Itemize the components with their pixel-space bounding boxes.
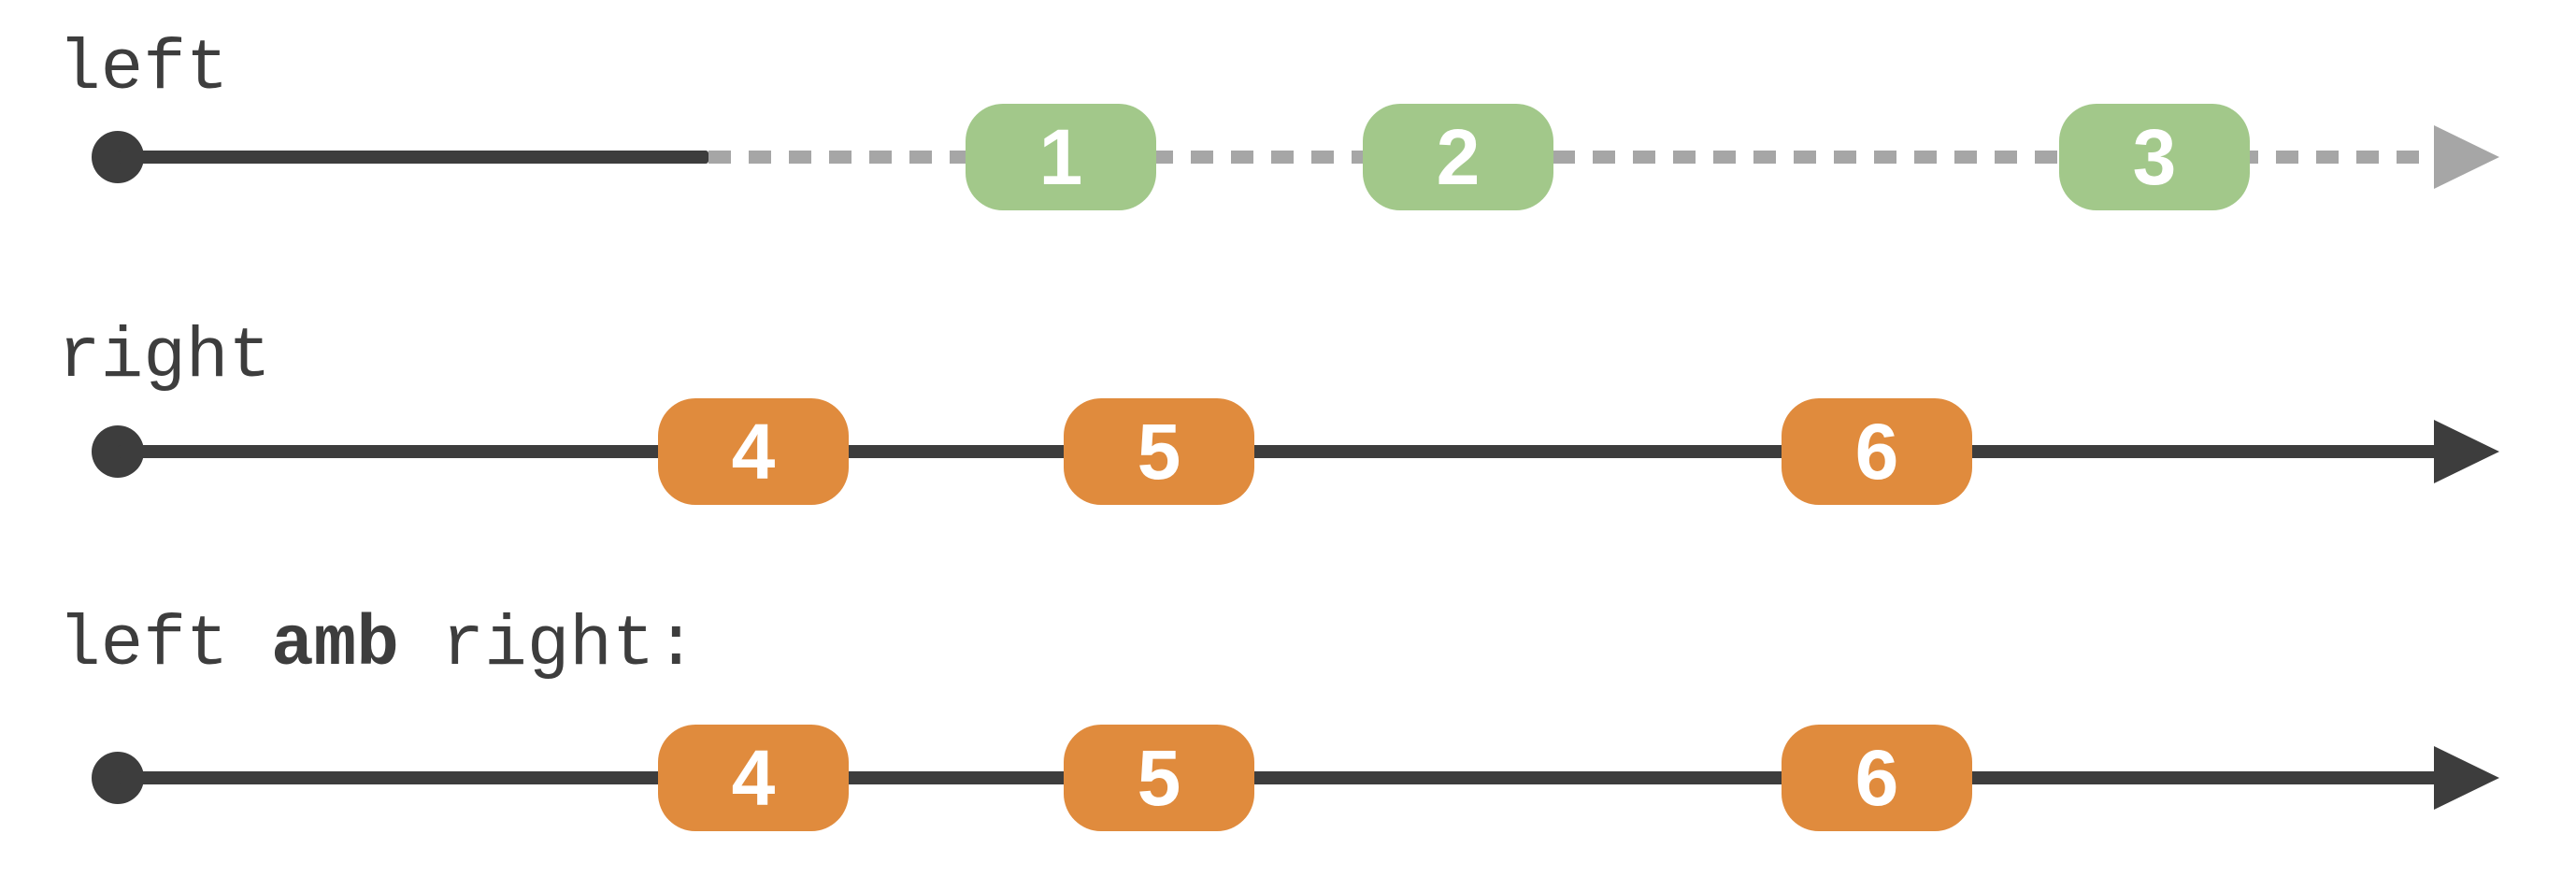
marble-badge: 4: [658, 398, 849, 505]
marble-badge: 5: [1064, 725, 1254, 831]
timeline-label-left: left: [58, 34, 228, 105]
result-label-operator: amb: [271, 605, 399, 685]
timeline-result-solid-segment: [118, 771, 2440, 784]
marble-value: 4: [731, 733, 776, 822]
marble-value: 2: [1436, 112, 1481, 201]
marble-badge: 5: [1064, 398, 1254, 505]
marble-value: 6: [1854, 733, 1899, 822]
marble-badge: 2: [1363, 104, 1553, 210]
marble-value: 5: [1137, 733, 1181, 822]
timeline-label-right-text: right: [58, 317, 272, 397]
timeline-label-result: left amb right:: [58, 610, 697, 681]
timeline-right-solid-segment: [118, 445, 2440, 458]
marble-value: 4: [731, 407, 776, 496]
marble-badge: 4: [658, 725, 849, 831]
marble-value: 6: [1854, 407, 1899, 496]
timeline-left-solid-segment: [118, 151, 708, 164]
arrowhead-icon: [2434, 746, 2499, 810]
arrowhead-icon: [2434, 125, 2499, 189]
marble-badge: 6: [1782, 725, 1972, 831]
marble-value: 1: [1038, 112, 1083, 201]
marble-value: 5: [1137, 407, 1181, 496]
marble-badge: 3: [2059, 104, 2250, 210]
marble-value: 3: [2132, 112, 2177, 201]
timeline-label-right: right: [58, 322, 271, 393]
result-label-pre: left: [58, 605, 272, 685]
arrowhead-icon: [2434, 420, 2499, 483]
result-label-post: right:: [398, 605, 698, 685]
marble-badge: 1: [966, 104, 1156, 210]
marble-badge: 6: [1782, 398, 1972, 505]
timeline-label-left-text: left: [58, 29, 229, 109]
